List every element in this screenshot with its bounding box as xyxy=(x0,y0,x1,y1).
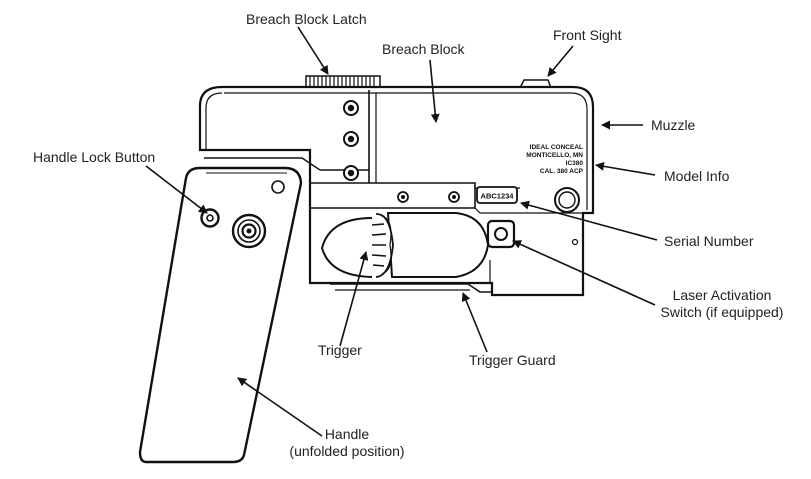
label-muzzle: Muzzle xyxy=(651,117,696,133)
handle xyxy=(138,166,303,464)
label-breach-block: Breach Block xyxy=(382,41,465,57)
label-model-info: Model Info xyxy=(664,168,730,184)
handle-lock-button xyxy=(200,208,220,228)
leader-handle xyxy=(237,377,323,437)
leader-front-sight xyxy=(547,45,574,77)
leader-laser xyxy=(512,240,656,306)
leader-serial xyxy=(520,200,658,241)
label-handle-line-1: Handle xyxy=(324,426,370,442)
laser-switch xyxy=(486,219,516,249)
label-laser-line-1: Laser Activation xyxy=(672,287,772,303)
leader-handle-lock xyxy=(145,165,208,214)
label-laser-activation-switch: Laser Activation Switch (if equipped) xyxy=(642,287,802,321)
serial-engraving: ABC1234 xyxy=(481,192,515,201)
engraving-line-2: MONTICELLO, MN xyxy=(526,152,583,159)
label-trigger: Trigger xyxy=(318,342,362,358)
engraving-line-1: IDEAL CONCEAL xyxy=(530,144,583,151)
leader-model-info xyxy=(595,161,656,176)
label-handle-lock-button: Handle Lock Button xyxy=(33,149,156,165)
engraving-line-3: IC380 xyxy=(566,160,584,167)
leader-latch xyxy=(297,26,329,75)
label-trigger-guard: Trigger Guard xyxy=(469,352,556,368)
label-front-sight: Front Sight xyxy=(553,27,622,43)
muzzle-cap xyxy=(554,187,580,213)
leader-trigger-guard xyxy=(461,292,488,353)
label-serial-number: Serial Number xyxy=(664,233,754,249)
leader-trigger xyxy=(339,251,369,347)
serial-plate xyxy=(476,186,518,204)
breach-block-latch xyxy=(305,75,381,89)
label-breach-block-latch: Breach Block Latch xyxy=(246,11,367,27)
leader-lines xyxy=(145,26,658,437)
label-handle: Handle (unfolded position) xyxy=(272,426,422,460)
handle-pivot xyxy=(231,213,267,249)
label-laser-line-2: Switch (if equipped) xyxy=(660,304,784,320)
leader-breach-block xyxy=(429,59,440,123)
model-engraving: IDEAL CONCEAL MONTICELLO, MN IC380 CAL. … xyxy=(526,144,583,175)
engraving-line-4: CAL. 380 ACP xyxy=(540,168,584,175)
label-handle-line-2: (unfolded position) xyxy=(289,443,405,459)
trigger xyxy=(320,212,490,278)
